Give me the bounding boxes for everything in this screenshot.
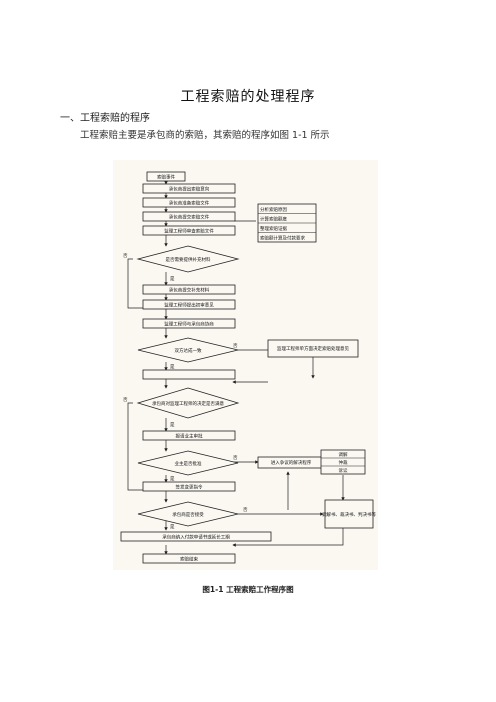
dispute-option-1: 仲裁 bbox=[339, 459, 348, 466]
dispute-box: 进入争议的解决程序 bbox=[271, 459, 312, 466]
figure-caption: 图1-1 工程索赔工作程序图 bbox=[202, 585, 294, 594]
label-no: 否 bbox=[233, 343, 238, 349]
result-box: 调解书、裁决书、判决书等 bbox=[322, 511, 376, 518]
label-yes: 是 bbox=[170, 364, 175, 370]
step-11: 承包商对监理工程师的决定是否满意 bbox=[152, 400, 224, 407]
label-yes: 是 bbox=[170, 422, 175, 428]
step-9: 双方达成一致 bbox=[175, 347, 202, 354]
side-box-0: 分析索赔原因 bbox=[260, 206, 287, 213]
label-no: 否 bbox=[123, 253, 128, 259]
step-3: 承包商提交索赔文件 bbox=[169, 214, 210, 221]
step-10: 监理工程师单方面决定索赔处理意见 bbox=[277, 345, 349, 352]
dispute-option-0: 调解 bbox=[339, 451, 348, 458]
label-yes: 是 bbox=[170, 476, 175, 482]
label-no: 否 bbox=[123, 397, 128, 403]
step-6: 承包商提交补充材料 bbox=[169, 287, 210, 294]
step-2: 承包商准备索赔文件 bbox=[169, 200, 210, 207]
section-heading: 一、工程索赔的程序 bbox=[60, 113, 150, 124]
body-paragraph: 工程索赔主要是承包商的索赔，其索赔的程序如图 1-1 所示 bbox=[80, 130, 330, 141]
step-14: 签发变更指令 bbox=[176, 484, 203, 491]
step-1: 承包商提出索赔意向 bbox=[169, 186, 210, 193]
flowchart-svg: 索赔事件 承包商提出索赔意向 承包商准备索赔文件 承包商提交索赔文件 监理工程师… bbox=[120, 171, 376, 564]
side-box-2: 整理索赔证据 bbox=[260, 225, 287, 232]
dispute-option-2: 诉讼 bbox=[339, 467, 348, 474]
step-13: 业主是否批准 bbox=[175, 460, 202, 467]
flowchart-figure: 索赔事件 承包商提出索赔意向 承包商准备索赔文件 承包商提交索赔文件 监理工程师… bbox=[113, 160, 378, 570]
step-16: 承包商纳入付款申请书或延长工期 bbox=[162, 534, 230, 541]
step-5: 是否需要提供补充材料 bbox=[166, 256, 211, 263]
step-15: 承包商是否接受 bbox=[172, 511, 204, 518]
step-7: 监理工程师提出初审意见 bbox=[164, 302, 214, 309]
step-0: 索赔事件 bbox=[157, 174, 175, 181]
step-12: 报请业主审批 bbox=[176, 433, 203, 440]
side-box-1: 计算索赔额度 bbox=[260, 216, 287, 223]
step-8: 监理工程师与承包商协商 bbox=[164, 321, 214, 328]
step-17: 索赔结束 bbox=[180, 556, 198, 563]
label-yes: 是 bbox=[170, 524, 175, 530]
label-yes: 是 bbox=[170, 276, 175, 282]
page-title: 工程索赔的处理程序 bbox=[180, 89, 316, 105]
step-4: 监理工程师审查索赔文件 bbox=[164, 228, 214, 235]
label-no: 否 bbox=[233, 455, 238, 461]
side-box-3: 索赔额计算及付款要求 bbox=[260, 235, 305, 242]
label-no: 否 bbox=[243, 507, 248, 513]
